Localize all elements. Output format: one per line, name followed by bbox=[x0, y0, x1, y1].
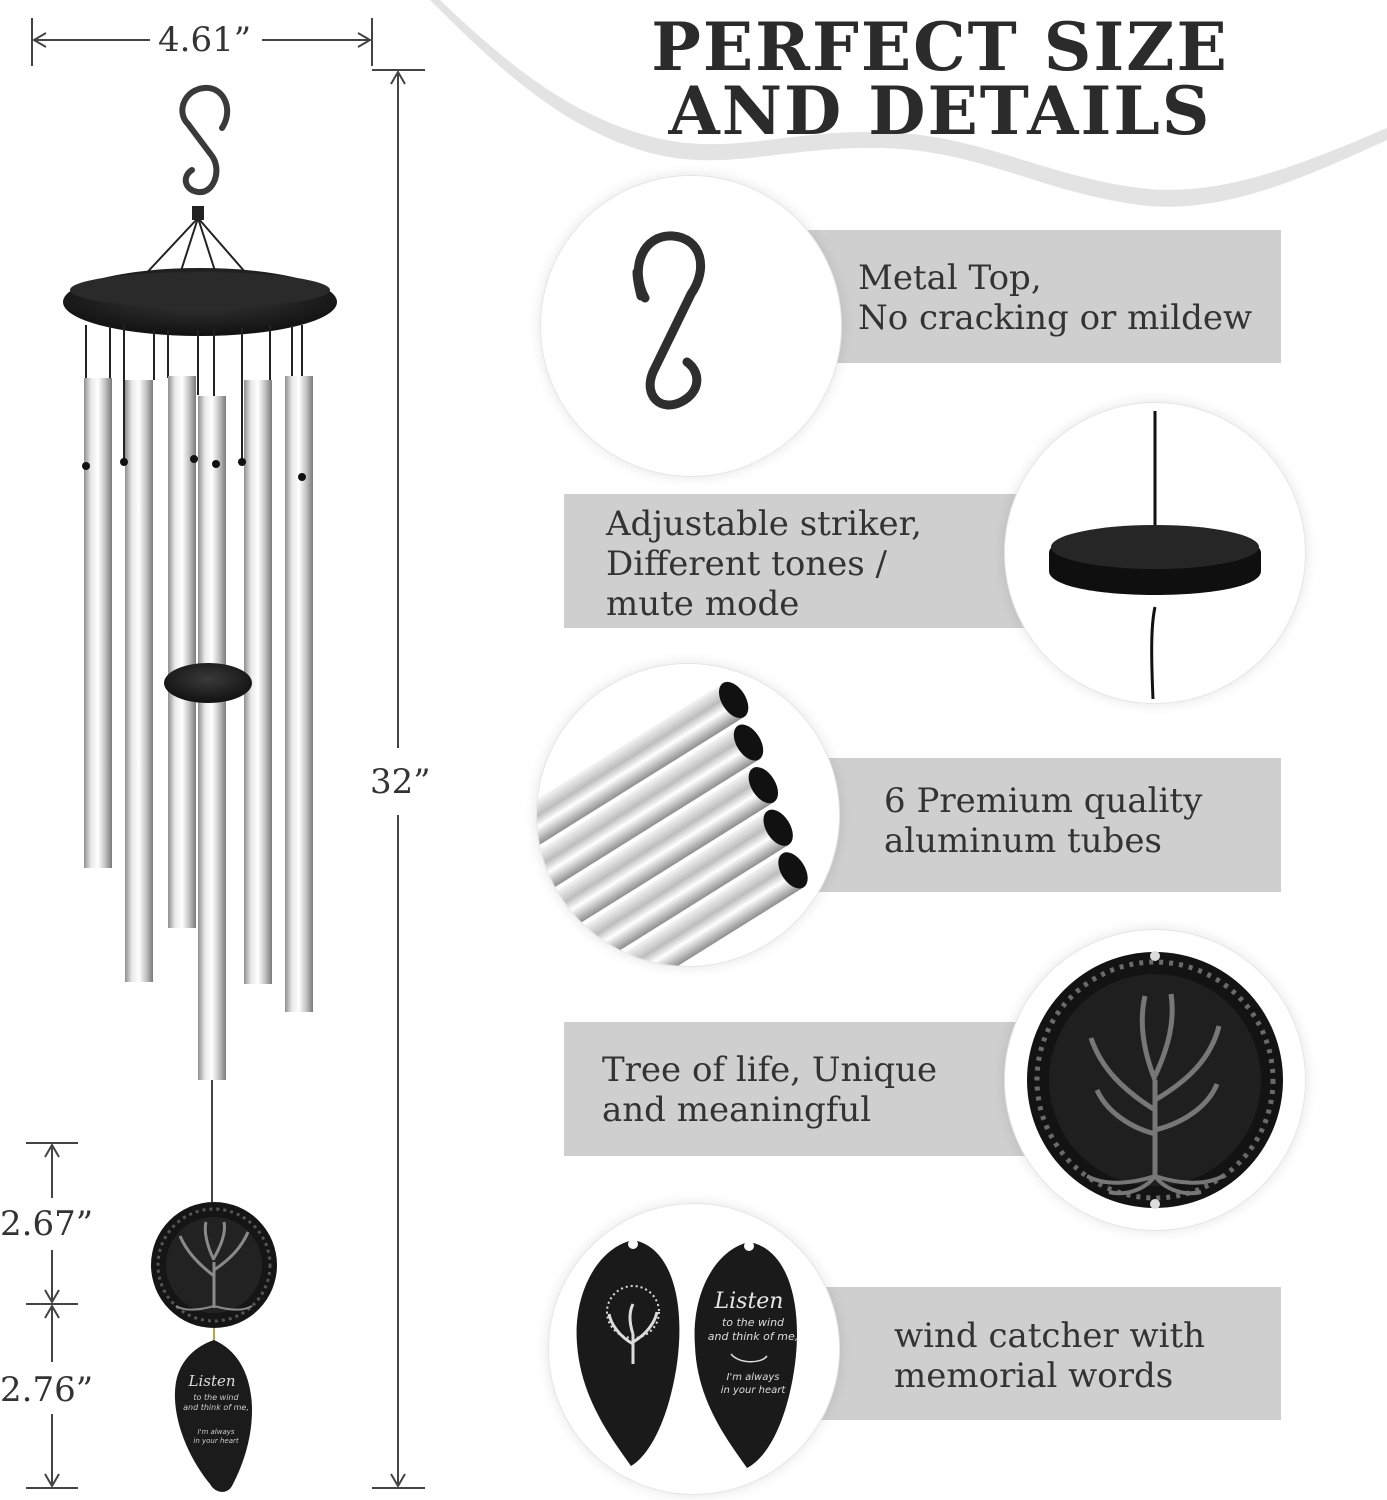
leaf-small-line-4: in your heart bbox=[193, 1437, 238, 1445]
leaf-small-line-3: I'm always bbox=[197, 1428, 234, 1436]
feature-band-tubes bbox=[760, 758, 1281, 892]
feature-band-tree bbox=[564, 1022, 1084, 1156]
feature-line: Metal Top, bbox=[858, 258, 1042, 298]
height-dimension-label: 32” bbox=[368, 762, 433, 802]
feature-circle-leaf: Listen to the wind and think of me, I'm … bbox=[549, 1204, 839, 1494]
aluminum-tubes-icon bbox=[537, 681, 808, 966]
feature-line: wind catcher with bbox=[894, 1316, 1206, 1356]
leaf-line-2: and think of me, bbox=[708, 1330, 798, 1343]
aluminum-tubes bbox=[84, 376, 313, 1080]
leaf-dimension-label: 2.76” bbox=[0, 1370, 94, 1410]
tree-medallion bbox=[151, 1202, 277, 1328]
chime-striker bbox=[164, 663, 252, 703]
leaf-small-line-2: and think of me, bbox=[183, 1403, 249, 1412]
leaf-script-title: Listen bbox=[714, 1289, 784, 1314]
feature-line: aluminum tubes bbox=[884, 821, 1162, 861]
hook-connector bbox=[192, 206, 204, 220]
feature-circle-metal-top bbox=[541, 176, 841, 476]
feature-line: and meaningful bbox=[602, 1090, 872, 1130]
feature-line: 6 Premium quality bbox=[884, 781, 1203, 821]
feature-circle-tubes bbox=[537, 664, 839, 966]
feature-line: Adjustable striker, bbox=[606, 504, 922, 544]
feature-line: Tree of life, Unique bbox=[602, 1050, 938, 1090]
feature-text-metal-top: Metal Top, No cracking or mildew bbox=[858, 258, 1252, 338]
memorial-leaf: Listen to the wind and think of me, I'm … bbox=[174, 1340, 252, 1492]
width-dimension-label: 4.61” bbox=[154, 20, 256, 60]
feature-line: Different tones / bbox=[606, 544, 888, 584]
feature-text-tree: Tree of life, Unique and meaningful bbox=[602, 1050, 937, 1130]
medallion-leaf-dimension-lines bbox=[26, 1142, 78, 1489]
header-wave-shape bbox=[430, 0, 1387, 207]
feature-text-leaf: wind catcher with memorial words bbox=[894, 1316, 1205, 1396]
top-s-hook bbox=[179, 84, 231, 195]
feature-line: memorial words bbox=[894, 1356, 1174, 1396]
feature-line: mute mode bbox=[606, 584, 800, 624]
leaf-line-4: in your heart bbox=[721, 1385, 787, 1396]
tree-of-life-medallion-icon bbox=[1027, 951, 1283, 1209]
medallion-dimension-label: 2.67” bbox=[0, 1204, 94, 1244]
wind-chime-illustration: Listen to the wind and think of me, I'm … bbox=[26, 18, 425, 1492]
feature-text-tubes: 6 Premium quality aluminum tubes bbox=[884, 781, 1202, 861]
striker-icon bbox=[1049, 411, 1261, 700]
width-dimension-line bbox=[31, 18, 373, 66]
leaf-line-1: to the wind bbox=[722, 1316, 785, 1329]
height-dimension-line bbox=[372, 69, 425, 1489]
feature-band-leaf bbox=[760, 1287, 1281, 1420]
leaf-small-script: Listen bbox=[187, 1372, 235, 1390]
feature-circle-tree bbox=[1005, 930, 1305, 1230]
feature-line: No cracking or mildew bbox=[858, 298, 1253, 338]
page-title-line-1: PERFECT SIZE bbox=[651, 8, 1229, 86]
leaf-small-line-1: to the wind bbox=[193, 1393, 239, 1402]
leaf-line-3: I'm always bbox=[727, 1372, 780, 1383]
feature-band-striker bbox=[564, 494, 1084, 628]
memorial-leaf-icon: Listen to the wind and think of me, I'm … bbox=[576, 1239, 798, 1468]
feature-band-metal-top bbox=[760, 230, 1281, 363]
suspension-cords bbox=[139, 217, 253, 281]
feature-text-striker: Adjustable striker, Different tones / mu… bbox=[606, 504, 922, 624]
page-title-line-2: AND DETAILS bbox=[668, 72, 1212, 150]
feature-circle-striker bbox=[1005, 403, 1305, 703]
s-hook-icon bbox=[633, 231, 706, 410]
string-beads bbox=[82, 455, 306, 481]
